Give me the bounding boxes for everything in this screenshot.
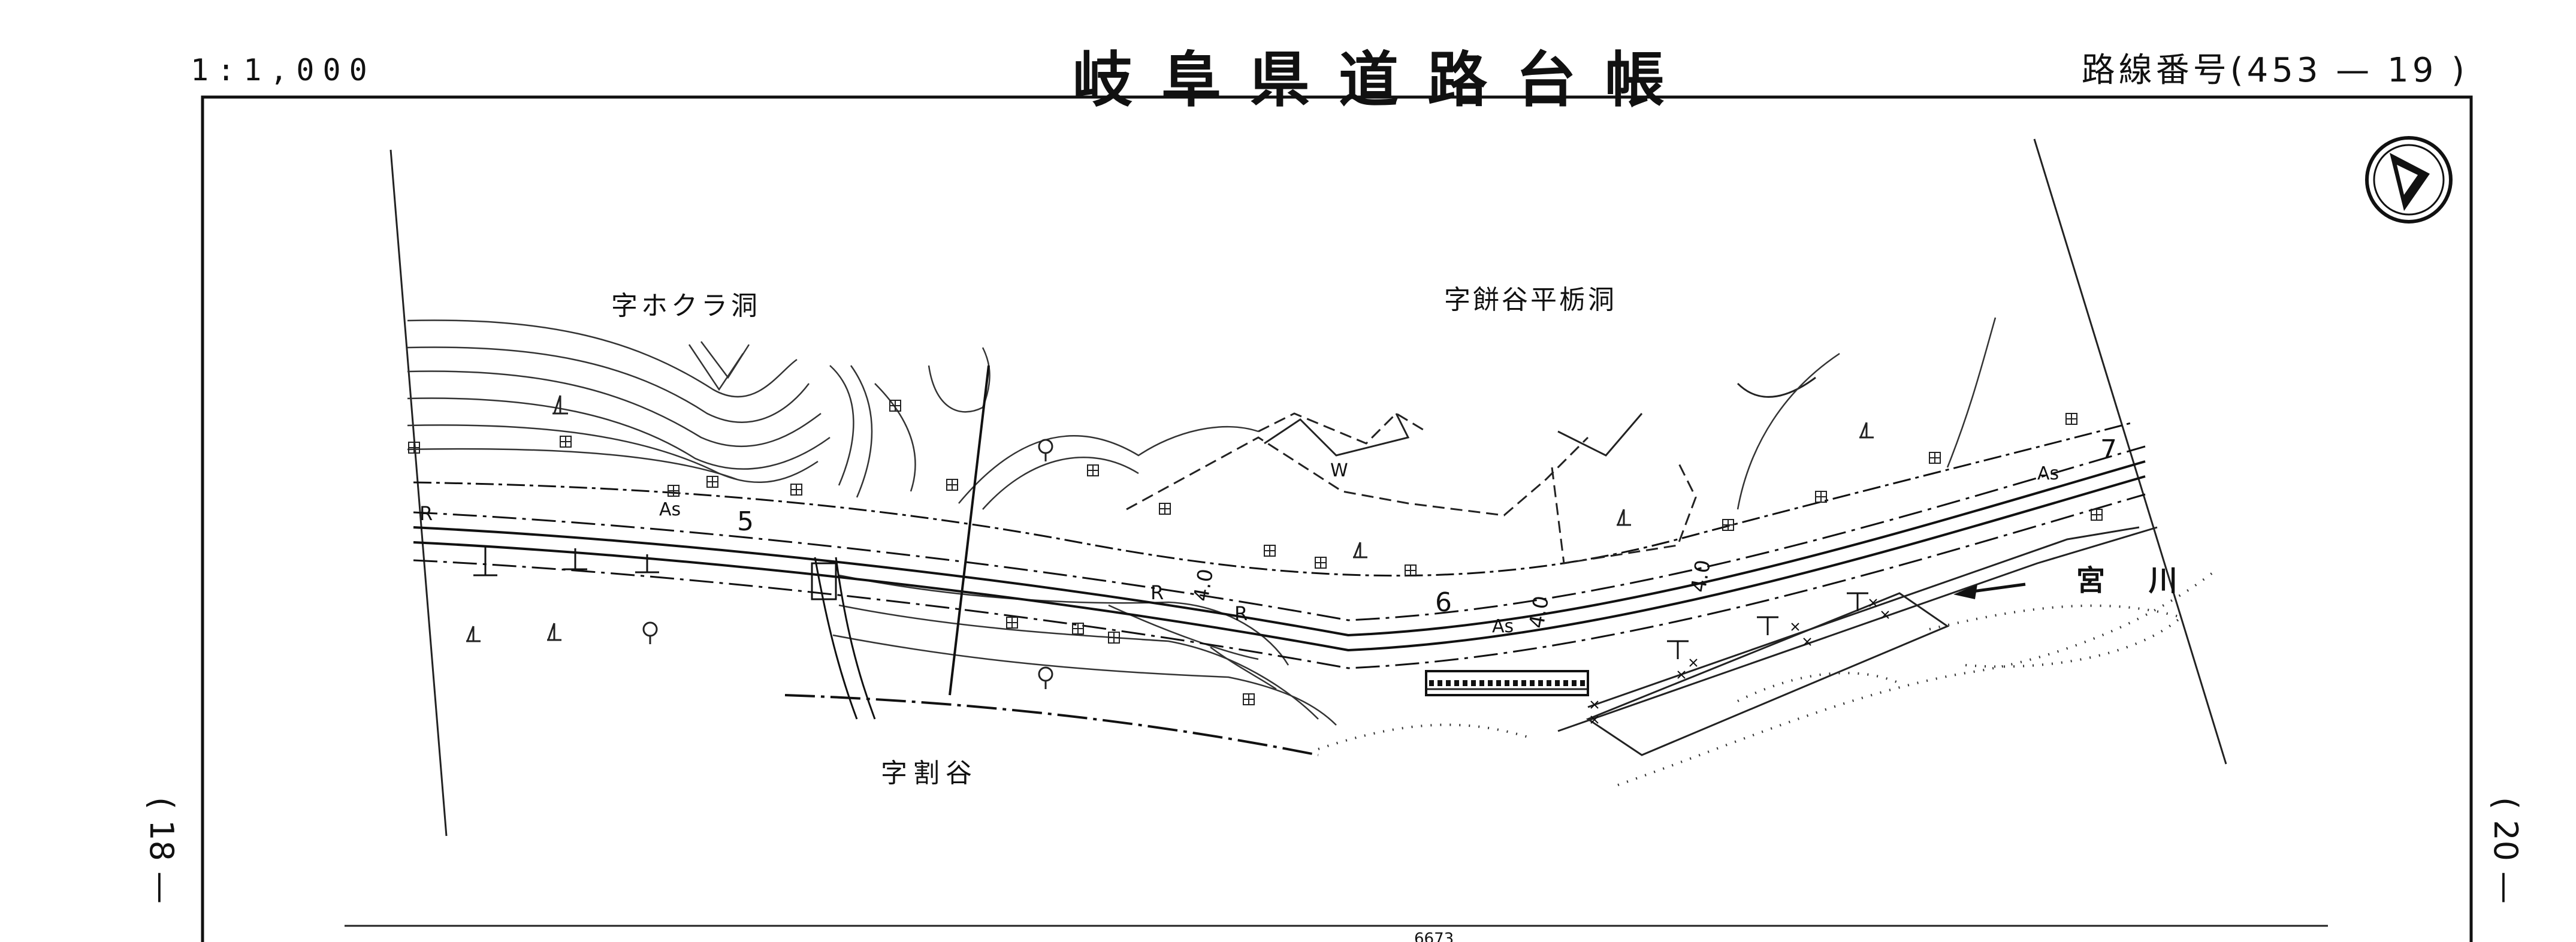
parcel-boundaries	[1126, 412, 1697, 564]
building-icon	[1006, 617, 1018, 629]
forest-symbol-icon	[547, 623, 561, 641]
forest-symbol-icon	[1617, 509, 1631, 526]
road-width-2: 4.0	[1524, 594, 1554, 630]
building-icon	[1315, 557, 1327, 569]
building-icon	[1722, 519, 1734, 531]
side-stream	[811, 365, 990, 720]
building-icon	[668, 485, 680, 497]
building-icon	[1405, 564, 1417, 576]
broadleaf-tree-icon	[642, 621, 658, 644]
forest-symbol-icon	[552, 395, 568, 415]
forest-symbols	[466, 395, 1874, 642]
building-outlines	[1264, 376, 1816, 457]
road-mark-r-1: R	[419, 502, 433, 525]
building-icon	[889, 400, 901, 412]
route-number: 路線番号(453 — 19 )	[2081, 51, 2468, 90]
contour-lines-central	[829, 347, 1259, 510]
contour-lines-upper-left	[407, 319, 831, 484]
contour-lines-lower	[832, 574, 1337, 726]
building-icon	[1087, 464, 1099, 476]
km-post-5: 5	[737, 506, 754, 537]
river-banks	[1318, 568, 2218, 786]
place-mochigaya: 字餅谷平栃洞	[1444, 285, 1617, 315]
broadleaf-tree-icon	[1038, 666, 1053, 689]
forest-symbol-icon	[466, 626, 481, 642]
map-scale: 1:1,000	[191, 53, 376, 87]
distance-label: 6673	[1414, 930, 1454, 942]
building-symbols	[408, 400, 2103, 705]
place-hokura: 字ホクラ洞	[611, 291, 761, 321]
broadleaf-tree-icon	[1038, 439, 1053, 461]
building-icon	[408, 442, 420, 454]
building-icon	[1243, 693, 1255, 705]
building-icon	[946, 479, 958, 491]
building-icon	[1929, 452, 1941, 464]
surface-as-1: As	[659, 499, 681, 520]
building-icon	[1815, 491, 1827, 503]
building-icon	[790, 484, 802, 496]
main-road	[413, 421, 2146, 669]
place-waridani: 字割谷	[881, 758, 978, 789]
km-post-7: 7	[2100, 434, 2117, 465]
property-line-lower	[784, 694, 1319, 756]
building-icon	[2091, 509, 2103, 521]
road-mark-r-3: R	[1234, 602, 1248, 625]
building-icon	[2065, 413, 2077, 425]
road-side-markers	[473, 545, 1868, 659]
building-icon	[1072, 623, 1084, 635]
building-icon	[1108, 632, 1120, 644]
road-annotations: 5 6 7 As As As R R R W 4.0 4.0 4.0 6673	[419, 434, 2117, 942]
surface-as-3: As	[2037, 463, 2059, 484]
left-page-ref: ( 18 —	[143, 797, 180, 904]
broadleaf-symbols	[642, 439, 1053, 689]
surface-as-2: As	[1492, 616, 1514, 637]
contour-lines-right	[1737, 317, 1997, 510]
well-mark: W	[1330, 460, 1348, 481]
north-arrow-icon	[2365, 136, 2453, 224]
building-icon	[1159, 503, 1171, 515]
building-icon	[706, 476, 718, 488]
place-names: 字ホクラ洞 字餅谷平栃洞 字割谷 宮 川	[611, 285, 2194, 789]
river-name: 宮 川	[2076, 564, 2194, 597]
road-width-3: 4.0	[1686, 558, 1716, 594]
road-mark-r-2: R	[1150, 581, 1164, 604]
building-icon	[560, 436, 572, 448]
page-title: 岐阜県道路台帳	[1073, 45, 1693, 115]
km-post-6: 6	[1435, 587, 1452, 618]
right-page-ref: ( 20 —	[2487, 797, 2524, 904]
flow-arrow-icon	[1953, 582, 2026, 599]
cross-marks	[1590, 599, 1889, 724]
building-icon	[1264, 545, 1276, 557]
map-frame	[201, 95, 2473, 942]
road-width-1: 4.0	[1189, 567, 1218, 603]
forest-symbol-icon	[1859, 422, 1874, 439]
forest-symbol-icon	[1353, 542, 1367, 558]
river-embankment	[1426, 526, 2158, 756]
sheet-boundary-left	[389, 149, 448, 837]
bridge	[1425, 670, 1589, 696]
